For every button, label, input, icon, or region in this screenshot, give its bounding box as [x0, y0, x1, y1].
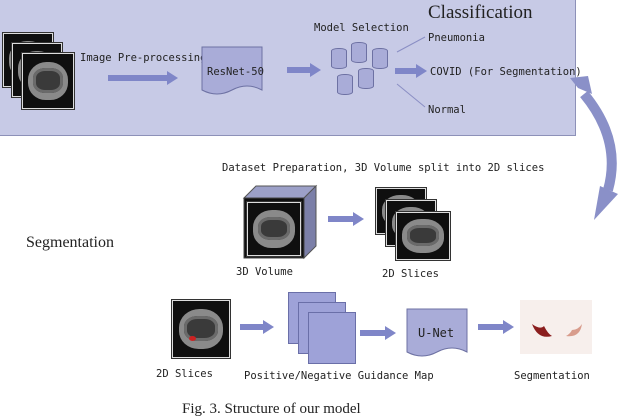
volume-ct-face [247, 202, 301, 256]
arrow-to-model-selection [287, 63, 321, 77]
unet-shape [406, 308, 468, 357]
model-cylinder [337, 74, 353, 95]
model-cylinder [358, 68, 374, 89]
guidance-map-front [308, 312, 356, 364]
segmentation-title: Segmentation [26, 234, 114, 251]
output-label: Segmentation [514, 370, 590, 382]
input-slices-label: 2D Slices [156, 368, 213, 380]
flow-connector-arrow [570, 76, 618, 220]
output-pneumonia: Pneumonia [428, 32, 485, 44]
unet-label: U-Net [418, 326, 455, 340]
arrow-unet-to-output [478, 320, 514, 334]
arrow-guidance-to-unet [360, 326, 396, 340]
slices-label: 2D Slices [382, 268, 439, 280]
resnet-shape [201, 46, 263, 95]
output-covid: COVID (For Segmentation) [430, 66, 582, 78]
arrow-to-covid [395, 64, 427, 78]
output-branch-lines [396, 36, 426, 108]
arrow-volume-to-slices [328, 212, 364, 226]
dataset-prep-label: Dataset Preparation, 3D Volume split int… [222, 162, 545, 174]
model-cylinder [351, 42, 367, 63]
ct-slice-front [22, 53, 74, 109]
input-slice [172, 300, 230, 358]
preprocessing-label: Image Pre-processing [80, 52, 207, 64]
segmentation-output-image [520, 300, 592, 354]
arrow-slice-to-guidance [240, 320, 274, 334]
classification-title: Classification [428, 2, 533, 23]
guidance-label: Positive/Negative Guidance Map [244, 370, 434, 382]
volume-label: 3D Volume [236, 266, 293, 278]
figure-caption: Fig. 3. Structure of our model [182, 401, 361, 417]
slice-front [396, 212, 450, 260]
resnet-label: ResNet-50 [207, 66, 264, 78]
arrow-preprocess [108, 71, 178, 85]
output-normal: Normal [428, 104, 466, 116]
model-cylinder [331, 48, 347, 69]
model-cylinder [372, 48, 388, 69]
segmentation-mask [532, 324, 582, 337]
lesion-marker [189, 336, 196, 341]
model-selection-label: Model Selection [314, 22, 409, 34]
